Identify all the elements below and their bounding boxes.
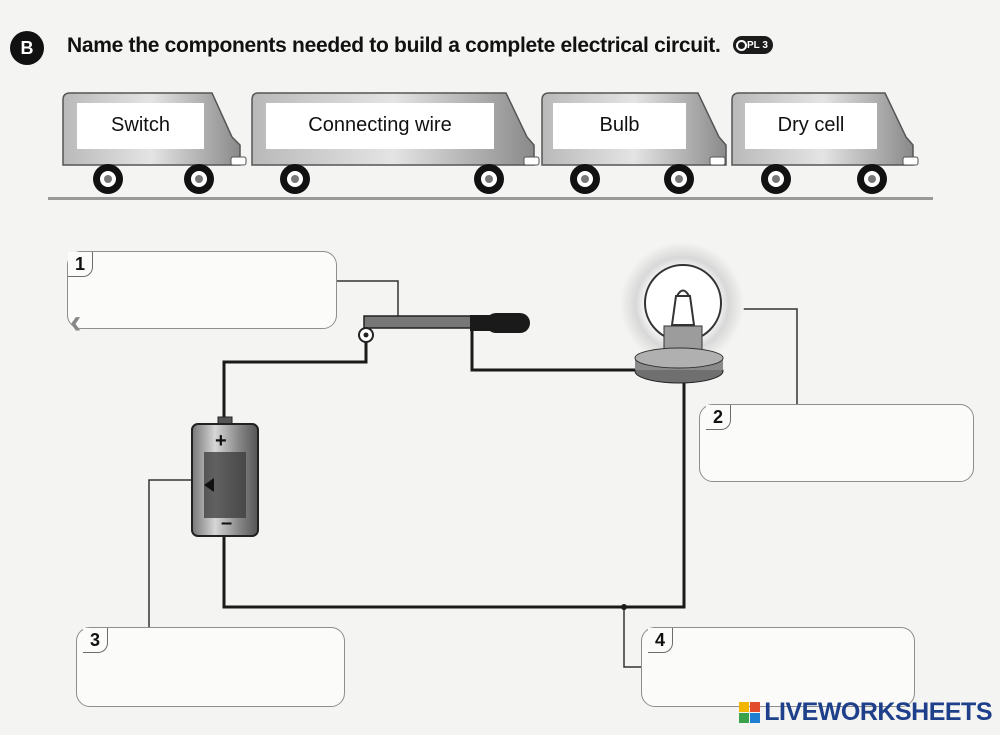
- van-label-bulb: Bulb: [599, 114, 640, 136]
- battery-minus-sign: –: [221, 512, 233, 534]
- van-connecting-wire: [251, 92, 540, 194]
- back-chevron-icon[interactable]: ‹: [70, 303, 82, 341]
- van-dry-cell: [731, 92, 919, 194]
- answer-number-4: 4: [648, 628, 673, 653]
- switch-component: [358, 313, 530, 343]
- van-label-switch: Switch: [111, 114, 170, 136]
- pl-tag-label: PL 3: [747, 39, 768, 51]
- liveworksheets-logo-icon: [739, 702, 761, 723]
- answer-number-2: 2: [706, 405, 731, 430]
- answer-box-3[interactable]: 3: [76, 627, 345, 707]
- van-bulb: [541, 92, 727, 194]
- connecting-wires: [222, 328, 686, 609]
- van-switch: [62, 92, 247, 194]
- answer-box-4[interactable]: 4: [641, 627, 915, 707]
- answer-box-2[interactable]: 2: [699, 404, 974, 482]
- label-leader-lines: [148, 280, 798, 668]
- instruction-text: Name the components needed to build a co…: [67, 34, 721, 57]
- liveworksheets-brand: LIVEWORKSHEETS: [739, 698, 992, 727]
- vans-illustration: [62, 92, 919, 194]
- road-line: [48, 197, 933, 200]
- pl-tag: PL 3: [733, 36, 773, 54]
- brand-text: LIVEWORKSHEETS: [764, 698, 992, 726]
- battery-plus-sign: +: [215, 430, 227, 452]
- bulb-component: [620, 242, 744, 384]
- answer-number-3: 3: [83, 628, 108, 653]
- answer-box-1[interactable]: 1: [67, 251, 337, 329]
- van-label-dry-cell: Dry cell: [777, 114, 845, 136]
- answer-number-1: 1: [68, 252, 93, 277]
- van-label-connecting-wire: Connecting wire: [308, 114, 452, 136]
- dry-cell-component: [191, 416, 259, 537]
- section-badge: B: [10, 31, 44, 65]
- wire-junction-dot: [621, 604, 627, 610]
